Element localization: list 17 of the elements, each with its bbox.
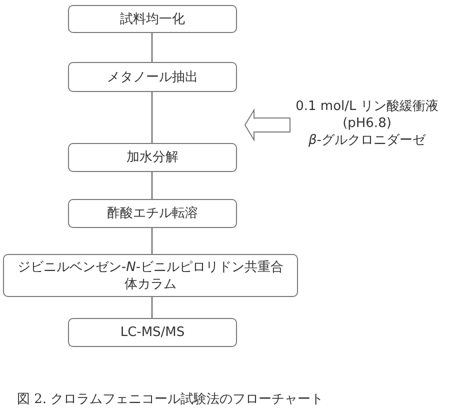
reagent-text: (pH6.8) — [342, 114, 392, 132]
step-label: ジビニルベンゼン-N-ビニルピロリドン共重合体カラム — [16, 258, 285, 292]
step-label: 加水分解 — [126, 149, 178, 166]
step-label: メタノール抽出 — [107, 68, 198, 86]
process-box — [68, 199, 237, 228]
process-box — [68, 62, 237, 92]
step-label: 試料均一化 — [120, 10, 185, 28]
process-box — [68, 143, 237, 172]
step-label: LC-MS/MS — [120, 324, 185, 341]
hollow-arrow — [244, 108, 290, 142]
step-label: 酢酸エチル転溶 — [107, 205, 198, 222]
process-box — [3, 254, 298, 297]
figure-caption: 図 2. クロラムフェニコール試験法のフローチャート — [17, 391, 324, 409]
process-box — [68, 5, 237, 33]
reagent-text: β-グルクロニダーゼ — [308, 132, 426, 148]
reagent-text: 0.1 mol/L リン酸緩衝液 — [296, 98, 438, 114]
process-box — [68, 318, 237, 347]
